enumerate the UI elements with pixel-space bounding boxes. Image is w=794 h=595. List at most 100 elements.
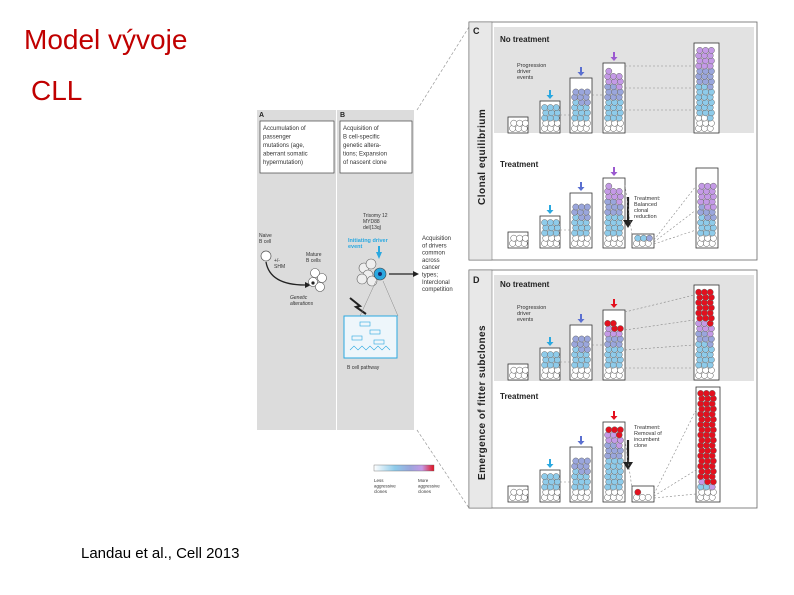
panel-a-caption-box <box>259 120 335 174</box>
legend-less-aggressive-label-line: Less <box>374 478 384 483</box>
red-clone-cell <box>701 288 708 296</box>
purple-clone-cell <box>615 188 623 195</box>
genetic-alterations-label-line: Genetic <box>290 295 308 301</box>
treatment-arrowhead <box>623 462 633 470</box>
red-clone-cell <box>604 320 611 327</box>
genetic-alterations-label-line: alterations <box>290 301 314 307</box>
normal-cell <box>510 234 518 242</box>
lightning-bolt-icon <box>349 297 367 315</box>
blue-clone-cell <box>578 335 585 343</box>
panel-d-progression-label-line: Progression <box>517 305 546 311</box>
normal-cell <box>522 488 529 496</box>
driver-event-arrowhead <box>610 416 618 420</box>
acquisition-of-drivers-text-line: Interclonal <box>422 280 450 286</box>
legend-less-aggressive-label-line: aggressive <box>374 484 396 489</box>
panel-a-letter: A <box>259 112 264 119</box>
driver-event-arrowhead <box>610 172 618 176</box>
mature-b-cell <box>315 282 325 292</box>
clone-trace-line <box>624 439 633 489</box>
purple-clone-cell <box>702 47 709 54</box>
light-blue-clone-cell <box>547 104 554 111</box>
normal-cell <box>522 366 529 374</box>
panel-c-treatment-note-line: Balanced <box>634 202 657 208</box>
normal-cell <box>516 119 523 127</box>
panel-c-treatment-note-line: clonal <box>634 208 648 214</box>
legend-more-aggressive-label-line: clones <box>418 489 432 494</box>
panel-c-progression-label-line: driver <box>517 69 531 75</box>
panel-a-caption-line: mutations (age, <box>263 143 305 149</box>
panel-c-progression-label-line: events <box>517 75 533 81</box>
panel-a-caption-line: aberrant somatic <box>263 152 308 158</box>
light-blue-clone-cell <box>541 219 548 226</box>
slide-title-line1: Model vývoje <box>24 24 188 55</box>
clone-trace-line <box>653 229 697 245</box>
panel-c-letter: C <box>473 26 480 36</box>
panel-d-treatment-note-line: clone <box>634 443 647 449</box>
red-clone-cell <box>617 426 624 434</box>
purple-clone-cell <box>605 182 613 190</box>
driver-alterations-list-line: MYD88 <box>363 219 380 225</box>
zoom-connector-lines <box>416 26 470 509</box>
light-blue-clone-cell <box>541 351 548 358</box>
purple-clone-cell <box>704 182 711 190</box>
naive-b-cell <box>260 250 272 262</box>
driver-event-arrowhead <box>610 304 618 308</box>
mature-b-cells-label-line: Mature <box>306 252 322 258</box>
purple-clone-cell <box>698 182 706 190</box>
acquisition-of-drivers-text-line: common <box>422 251 445 257</box>
acquisition-of-drivers-text-line: across <box>422 258 440 264</box>
slide-title-line2: CLL <box>31 75 83 106</box>
citation: Landau et al., Cell 2013 <box>81 545 240 562</box>
normal-cell <box>522 234 529 242</box>
naive-b-cell-label-line: B cell <box>259 239 271 245</box>
driver-event-arrowhead <box>577 319 585 323</box>
mature-b-cells-label-line: B cells <box>306 258 321 264</box>
driver-event-arrowhead <box>577 441 585 445</box>
acquisition-of-drivers-text-line: of drivers <box>422 243 447 249</box>
panel-a-caption-line: Accumulation of <box>263 126 306 132</box>
mutated-b-cell <box>311 281 315 285</box>
blue-clone-cell <box>578 203 585 211</box>
red-clone-cell <box>706 288 714 296</box>
panel-c-side-strip <box>468 21 493 261</box>
light-blue-clone-cell <box>640 234 647 242</box>
panel-b-caption-line: genetic altera- <box>343 143 381 149</box>
panel-b-letter: B <box>340 112 345 119</box>
b-cell-pathway-label: B cell pathway <box>347 365 380 371</box>
acquisition-of-drivers-text-line: cancer <box>422 265 440 271</box>
light-blue-clone-cell <box>552 351 560 358</box>
purple-clone-cell <box>610 188 617 195</box>
driver-alterations-list-line: Trisomy 12 <box>363 213 388 219</box>
normal-cell <box>639 494 646 501</box>
light-blue-clone-cell <box>552 219 560 226</box>
driver-alterations-list-line: del(13q) <box>363 225 382 231</box>
blue-clone-cell <box>578 457 585 465</box>
panel-d-treatment-note-line: Treatment: <box>634 425 661 431</box>
blue-clone-cell <box>578 88 585 96</box>
differentiation-arrow <box>265 261 306 286</box>
purple-clone-cell <box>710 182 717 190</box>
purple-clone-cell <box>708 47 715 54</box>
naive-b-cell-label-line: Naive <box>259 233 272 239</box>
panel-d-treatment-columns <box>507 386 721 503</box>
panel-b-caption-line: of nascent clone <box>343 160 387 166</box>
normal-cell <box>516 366 523 374</box>
driver-event-arrowhead <box>610 57 618 61</box>
red-clone-cell <box>617 325 624 332</box>
clone-trace-line <box>624 184 633 236</box>
initiating-driver-arrow <box>376 252 382 259</box>
red-clone-cell <box>610 320 617 327</box>
pathway-zoom-line <box>382 280 399 317</box>
red-clone-cell <box>605 426 613 434</box>
blue-clone-cell <box>584 88 591 96</box>
panel-d-no-treatment-columns <box>507 284 720 381</box>
